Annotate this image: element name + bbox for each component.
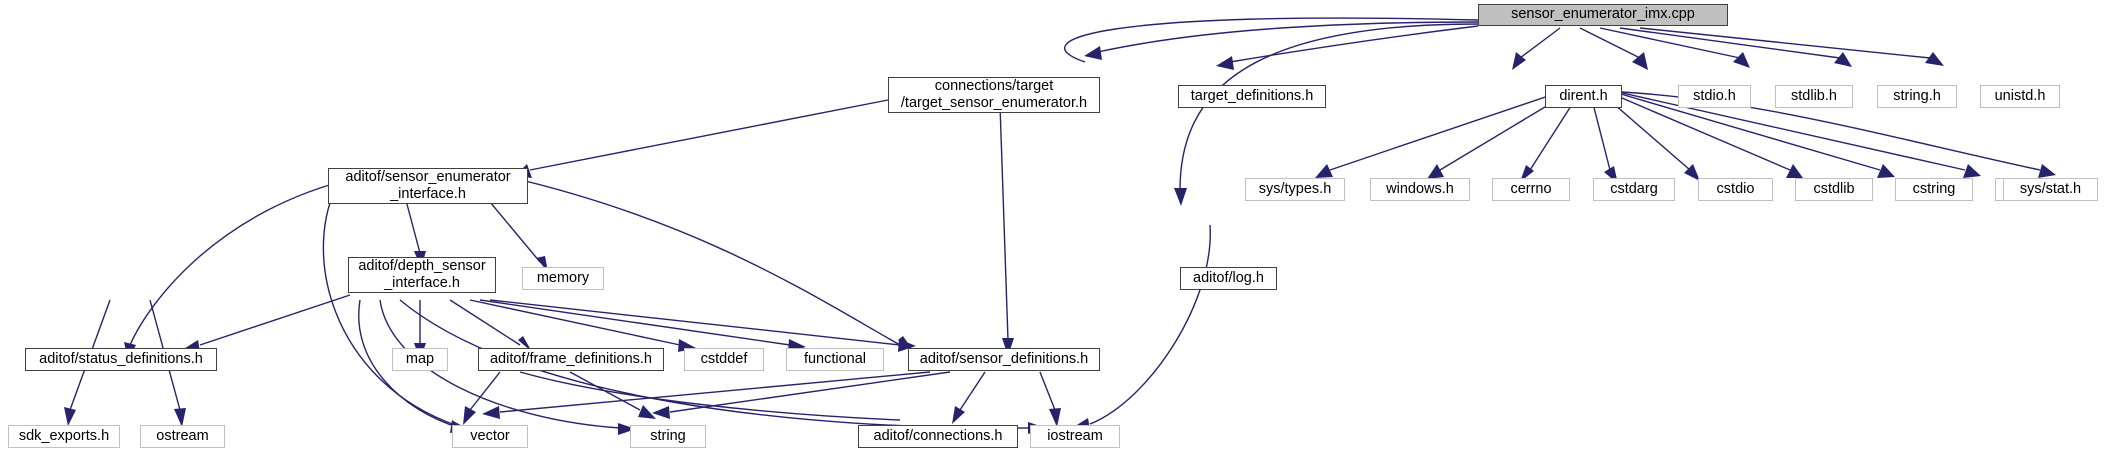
node-label: aditof/frame_definitions.h <box>489 350 652 367</box>
node-label: ostream <box>156 427 209 444</box>
node-aditof-log[interactable]: aditof/log.h <box>1180 267 1277 290</box>
node-iostream[interactable]: iostream <box>1030 425 1120 448</box>
node-cstring[interactable]: cstring <box>1895 178 1973 201</box>
node-label: functional <box>803 350 867 367</box>
node-label: cstdarg <box>1610 180 1658 197</box>
node-sensor-enumerator-interface[interactable]: aditof/sensor_enumerator _interface.h <box>328 168 528 204</box>
node-label: string <box>650 427 686 444</box>
node-aditof-connections[interactable]: aditof/connections.h <box>858 425 1018 448</box>
node-label: memory <box>536 269 590 286</box>
node-label: unistd.h <box>1994 87 2046 104</box>
node-cerrno[interactable]: cerrno <box>1492 178 1570 201</box>
node-depth-sensor-interface[interactable]: aditof/depth_sensor _interface.h <box>348 257 496 293</box>
node-cstddef[interactable]: cstddef <box>684 348 764 371</box>
node-string-h[interactable]: string.h <box>1877 85 1957 108</box>
node-windows-h[interactable]: windows.h <box>1370 178 1470 201</box>
node-label: cerrno <box>1510 180 1552 197</box>
node-label-2: /target_sensor_enumerator.h <box>900 95 1088 111</box>
node-string[interactable]: string <box>630 425 706 448</box>
node-label: aditof/connections.h <box>873 427 1003 444</box>
node-sys-stat[interactable]: sys/stat.h <box>2003 178 2098 201</box>
node-cstdarg[interactable]: cstdarg <box>1593 178 1675 201</box>
node-root[interactable]: sensor_enumerator_imx.cpp <box>1478 4 1728 26</box>
node-cstdio[interactable]: cstdio <box>1698 178 1773 201</box>
node-label: dirent.h <box>1559 87 1608 104</box>
node-label: aditof/log.h <box>1193 269 1264 286</box>
node-label: cstdlib <box>1813 180 1855 197</box>
node-target-definitions[interactable]: target_definitions.h <box>1178 85 1326 108</box>
node-sdk-exports[interactable]: sdk_exports.h <box>8 425 120 448</box>
node-label: target_definitions.h <box>1190 87 1314 104</box>
node-unistd[interactable]: unistd.h <box>1980 85 2060 108</box>
node-frame-definitions[interactable]: aditof/frame_definitions.h <box>478 348 664 371</box>
node-label: windows.h <box>1386 180 1454 197</box>
node-memory[interactable]: memory <box>522 267 604 290</box>
node-label: sensor_enumerator_imx.cpp <box>1511 6 1695 23</box>
node-label: cstdio <box>1716 180 1755 197</box>
node-label: connections/target <box>934 77 1054 94</box>
node-label: stdlib.h <box>1791 87 1837 104</box>
node-label: aditof/sensor_enumerator <box>345 168 511 185</box>
node-dirent[interactable]: dirent.h <box>1545 85 1622 108</box>
node-map[interactable]: map <box>392 348 448 371</box>
node-sys-types[interactable]: sys/types.h <box>1245 178 1345 201</box>
node-label: vector <box>470 427 510 444</box>
node-label: sys/types.h <box>1258 180 1332 197</box>
node-label-2: _interface.h <box>390 186 466 202</box>
node-label: iostream <box>1047 427 1103 444</box>
node-sensor-definitions[interactable]: aditof/sensor_definitions.h <box>908 348 1100 371</box>
node-stdio[interactable]: stdio.h <box>1678 85 1751 108</box>
node-label: cstring <box>1912 180 1956 197</box>
node-label: cstddef <box>700 350 748 367</box>
node-label: stdio.h <box>1693 87 1736 104</box>
node-label: aditof/sensor_definitions.h <box>919 350 1089 367</box>
node-ostream[interactable]: ostream <box>140 425 225 448</box>
node-label-2: _interface.h <box>384 275 460 291</box>
node-label: string.h <box>1893 87 1941 104</box>
node-label: sdk_exports.h <box>18 427 110 444</box>
node-label: map <box>405 350 435 367</box>
node-connections-target-sensor-enumerator[interactable]: connections/target /target_sensor_enumer… <box>888 77 1100 113</box>
node-vector[interactable]: vector <box>452 425 528 448</box>
node-functional[interactable]: functional <box>786 348 884 371</box>
node-status-definitions[interactable]: aditof/status_definitions.h <box>25 348 217 371</box>
node-label: aditof/depth_sensor <box>358 257 486 274</box>
node-stdlib[interactable]: stdlib.h <box>1775 85 1853 108</box>
node-label: aditof/status_definitions.h <box>39 350 203 367</box>
node-label: sys/stat.h <box>2019 180 2082 197</box>
node-cstdlib[interactable]: cstdlib <box>1795 178 1873 201</box>
